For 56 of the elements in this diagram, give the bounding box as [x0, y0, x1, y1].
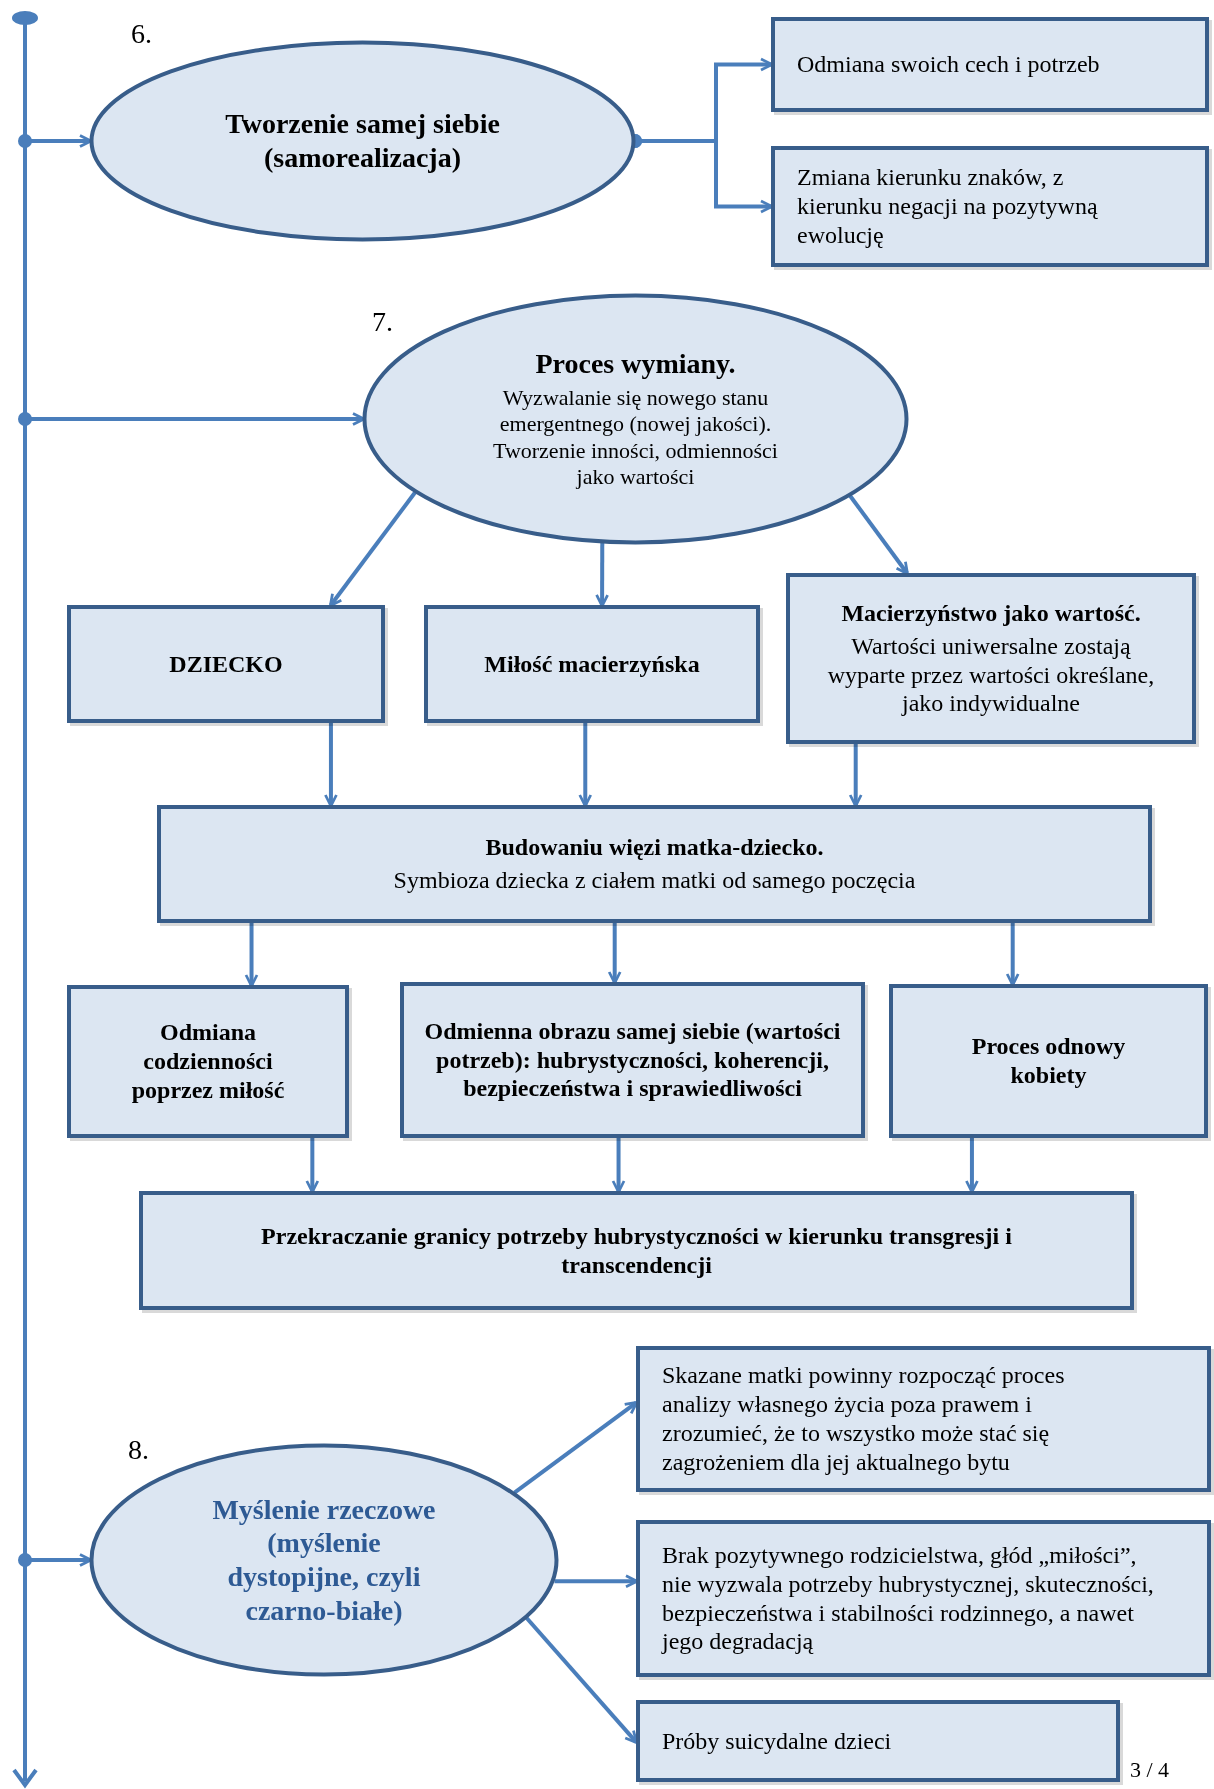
page-number: 3 / 4: [1130, 1757, 1170, 1783]
connector-arrow: [18, 412, 365, 426]
connector-arrow: [608, 923, 621, 984]
connector-arrow: [18, 1553, 92, 1567]
node-text: Wartości uniwersalne zostają wyparte przez wartości określane, jako indywidualne: [826, 631, 1156, 719]
step-number: 8.: [128, 1434, 149, 1466]
node-text: Odmienna obrazu samej siebie (wartości potrzeb): hubrystyczności, koherencji, bezpieczeństwa i sprawiedliwości: [424, 1016, 841, 1104]
process-box: [889, 984, 1208, 1138]
node-text: Odmiana swoich cech i potrzeb: [797, 50, 1100, 79]
process-box: [67, 605, 385, 723]
node-text: Proces odnowy kobiety: [970, 1032, 1127, 1090]
connector-arrow: [579, 723, 592, 807]
heading-text: Macierzyństwo jako wartość.: [841, 598, 1141, 628]
connector-arrow: [849, 744, 862, 807]
process-ellipse: [89, 1443, 559, 1677]
node-text: Odmiana codzienności poprzez miłość: [130, 1018, 286, 1105]
node-text: Brak pozytywnego rodzicielstwa, głód „miłości”, nie wyzwala potrzeby hubrystycznej, skuteczności, bezpieczeństwa i stabilności rodzinnego, a nawet jego degradacją: [662, 1540, 1155, 1657]
process-box: [400, 982, 865, 1138]
connector-arrow: [525, 1616, 638, 1744]
node-text: Symbioza dziecka z ciałem matki od samego poczęcia: [393, 866, 916, 895]
connector-arrow: [329, 491, 417, 607]
process-box: [771, 146, 1209, 267]
process-ellipse: [362, 293, 909, 545]
step-number: 6.: [131, 18, 152, 50]
process-box: [636, 1520, 1211, 1677]
step-number: 7.: [372, 306, 393, 338]
connector-arrow: [965, 1138, 979, 1193]
node-text: Tworzenie samej siebie (samorealizacja): [224, 107, 501, 175]
connector-arrow: [306, 1138, 319, 1193]
process-box: [67, 985, 349, 1138]
heading-text: Proces wymiany.: [535, 347, 736, 381]
connector-arrow: [848, 494, 909, 575]
node-text: Próby suicydalne dzieci: [662, 1726, 892, 1756]
connector-arrow: [324, 723, 338, 807]
process-box: [636, 1700, 1120, 1782]
connector-arrow: [612, 1138, 625, 1193]
node-text: Skazane matki powinny rozpocząć proces analizy własnego życia poza prawem i zrozumieć, że to wszystko może stać się zagrożeniem dla jej aktualnego bytu: [662, 1361, 1066, 1477]
connector-arrow: [1006, 923, 1019, 986]
process-box: [424, 605, 760, 723]
process-box: [139, 1191, 1134, 1310]
process-box: [157, 805, 1152, 923]
node-text: DZIECKO: [169, 649, 283, 679]
node-text: Wyzwalanie się nowego stanu emergentnego (nowej jakości). Tworzenie inności, odmienności jako wartości: [492, 385, 779, 491]
process-box: [636, 1346, 1211, 1492]
connector-arrow: [18, 134, 92, 148]
connector-arrow: [595, 543, 609, 607]
node-text: Miłość macierzyńska: [484, 649, 700, 679]
process-box: [786, 573, 1196, 744]
node-text: Zmiana kierunku znaków, z kierunku negacji na pozytywną ewolucję: [797, 163, 1099, 250]
connector-arrow: [245, 923, 258, 987]
heading-text: Budowaniu więzi matka-dziecko.: [485, 833, 824, 862]
node-text: Przekraczanie granicy potrzeby hubrystyczności w kierunku transgresji i transcendencji: [260, 1221, 1013, 1280]
connector-arrow: [513, 1401, 638, 1495]
node-text: Myślenie rzeczowe (myślenie dystopijne, czyli czarno-białe): [211, 1492, 437, 1628]
connector-arrow: [554, 1575, 638, 1588]
process-box: [771, 17, 1209, 112]
